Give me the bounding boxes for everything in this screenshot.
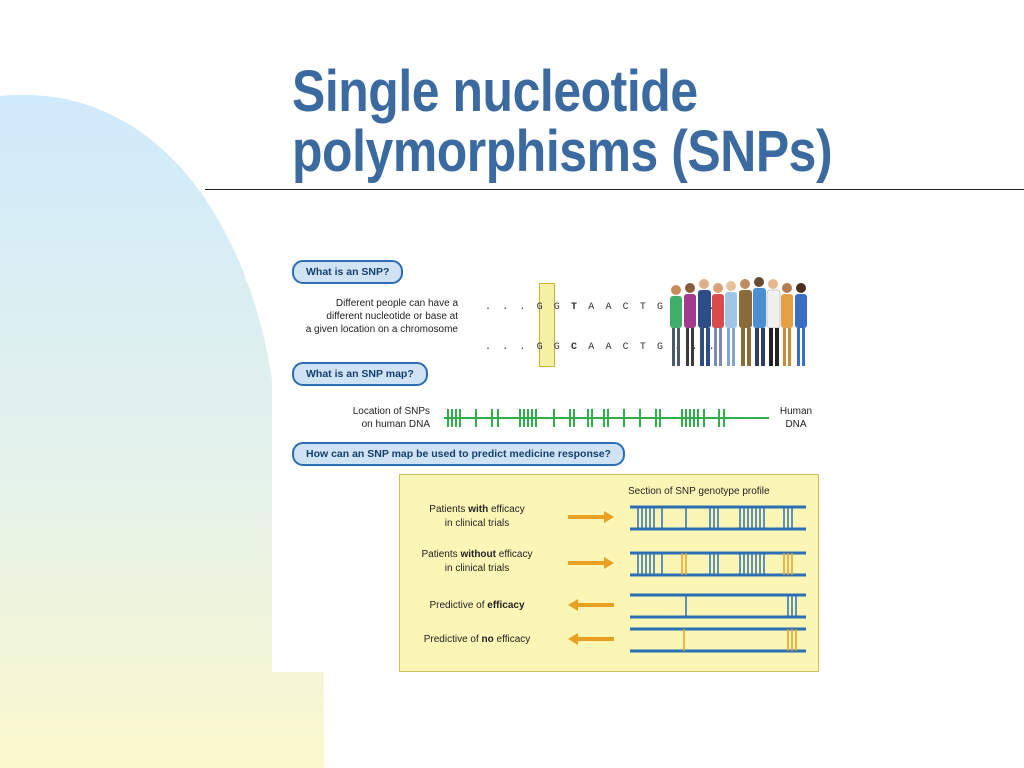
row-label-line: in clinical trials: [444, 518, 510, 529]
snp-location-label-line: on human DNA: [361, 419, 430, 430]
arrow-icon: [568, 511, 614, 645]
snp-highlight-box: [539, 283, 555, 367]
snp-base-t: T: [571, 302, 580, 313]
row-label-line: in clinical trials: [444, 563, 510, 574]
dna-sequence-2: . . . G G C A A C T G . . .: [485, 342, 717, 353]
sequence-prefix: . . . G G: [485, 302, 563, 313]
row-label-line: Patients without efficacy: [421, 549, 533, 560]
row-label-with-efficacy: Patients with efficacy in clinical trial…: [402, 503, 552, 531]
sequence-prefix: . . . G G: [485, 342, 563, 353]
what-is-snp-heading: What is an SNP?: [292, 260, 404, 284]
slide-title: Single nucleotide polymorphisms (SNPs): [292, 59, 833, 184]
title-line-2: polymorphisms (SNPs): [292, 119, 833, 184]
snp-base-c: C: [571, 342, 580, 353]
sequence-suffix: A A C T G . . .: [588, 302, 718, 313]
sequence-suffix: A A C T G . . .: [588, 342, 718, 353]
genotype-profile-header: Section of SNP genotype profile: [628, 486, 770, 497]
snp-infographic: What is an SNP? Different people can hav…: [272, 250, 828, 672]
snp-description-line: a given location on a chromosome: [305, 324, 458, 335]
snp-location-label-line: Location of SNPs: [352, 406, 430, 417]
people-group-icon: [670, 277, 807, 366]
dna-sequence-1: . . . G G T A A C T G . . .: [485, 302, 717, 313]
row-label-predictive-no-efficacy: Predictive of no efficacy: [423, 634, 531, 645]
snp-description: Different people can have a different nu…: [272, 297, 458, 336]
snp-genotype-profile-diagram: [568, 505, 806, 653]
what-is-snp-map-heading: What is an SNP map?: [292, 362, 428, 386]
title-line-1: Single nucleotide: [292, 59, 698, 124]
snp-map-dna-line: [444, 409, 769, 427]
predict-response-heading: How can an SNP map be used to predict me…: [292, 442, 625, 466]
row-label-without-efficacy: Patients without efficacy in clinical tr…: [402, 548, 552, 576]
human-dna-label: Human DNA: [768, 405, 824, 431]
title-divider: [205, 189, 1024, 190]
human-dna-label-line: DNA: [785, 419, 807, 430]
snp-location-label: Location of SNPs on human DNA: [302, 405, 430, 431]
row-label-predictive-efficacy: Predictive of efficacy: [429, 600, 525, 611]
human-dna-label-line: Human: [779, 406, 813, 417]
snp-description-line: Different people can have a: [335, 298, 458, 309]
row-label-line: Patients with efficacy: [429, 504, 525, 515]
snp-description-line: different nucleotide or base at: [326, 311, 458, 322]
genotype-profile-panel: Section of SNP genotype profile Patients…: [399, 474, 819, 672]
